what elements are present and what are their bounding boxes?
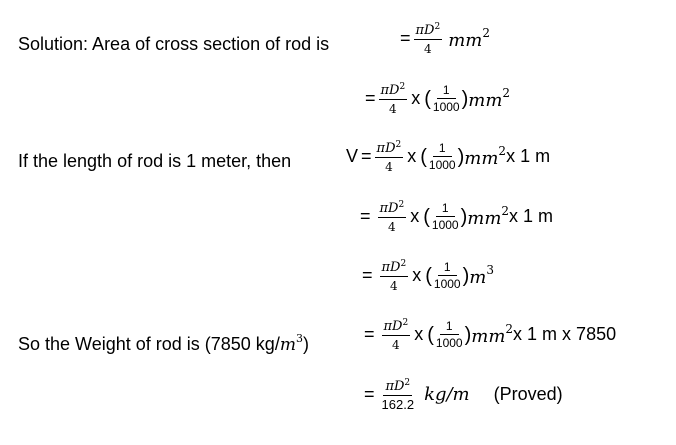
- volume-equation: V = πD2 4 x ( 1 1000 ) mm2 x 1 m: [346, 140, 551, 174]
- unit-mm2: mm2: [464, 144, 507, 169]
- proved-note: (Proved): [493, 384, 563, 404]
- equals-sign: =: [362, 265, 373, 285]
- pi-d-squared-over-4: πD2 4: [413, 22, 443, 56]
- length-factor: x 1 m: [506, 146, 551, 166]
- length-condition-label: If the length of rod is 1 meter, then: [18, 151, 292, 171]
- volume-symbol: V: [346, 146, 359, 166]
- one-over-1000: 1 1000: [435, 318, 463, 350]
- one-over-1000: 1 1000: [433, 259, 461, 291]
- pi-d-squared-over-4: πD2 4: [374, 140, 404, 174]
- one-over-1000: 1 1000: [432, 82, 460, 114]
- one-over-1000: 1 1000: [431, 200, 459, 232]
- area-conversion-equation: = πD2 4 x ( 1 1000 ) mm2: [365, 82, 511, 116]
- unit-mm2: mm2: [471, 322, 514, 347]
- pi-d-squared-over-4: πD2 4: [378, 82, 408, 116]
- length-density-factor: x 1 m x 7850: [513, 324, 617, 344]
- equals-sign: =: [360, 206, 371, 226]
- length-factor: x 1 m: [509, 206, 554, 226]
- times-sign: x: [407, 146, 417, 166]
- solution-label: Solution: Area of cross section of rod i…: [18, 34, 330, 54]
- pi-d-squared-over-4: πD2 4: [379, 259, 409, 293]
- one-over-1000: 1 1000: [428, 140, 456, 172]
- times-sign: x: [410, 206, 420, 226]
- unit-m3: m3: [469, 263, 494, 288]
- times-sign: x: [411, 88, 421, 108]
- equals-sign: =: [361, 146, 372, 166]
- equals-sign: =: [400, 28, 411, 48]
- final-result-equation: = πD2 162.2 kg/m (Proved): [364, 376, 563, 413]
- volume-equation-restated: = πD2 4 x ( 1 1000 ) mm2 x 1 m: [360, 200, 554, 234]
- volume-m3-equation: = πD2 4 x ( 1 1000 ) m3: [362, 259, 494, 293]
- unit-kg-per-m: kg/m: [424, 384, 470, 405]
- unit-mm2: mm2: [467, 204, 510, 229]
- unit-mm2: mm2: [448, 26, 490, 51]
- equals-sign: =: [364, 384, 375, 404]
- area-equation: = πD2 4 mm2: [400, 20, 490, 57]
- weight-label: So the Weight of rod is (7850 kg/m3): [18, 332, 309, 355]
- pi-d-squared-over-4: πD2 4: [381, 318, 411, 352]
- times-sign: x: [412, 265, 422, 285]
- pi-d-squared-over-162-2: πD2 162.2: [381, 378, 415, 412]
- equals-sign: =: [364, 324, 375, 344]
- equals-sign: =: [365, 88, 376, 108]
- times-sign: x: [414, 324, 424, 344]
- weight-equation: = πD2 4 x ( 1 1000 ) mm2 x 1 m x 7850: [364, 318, 617, 352]
- unit-mm2: mm2: [468, 86, 511, 111]
- pi-d-squared-over-4: πD2 4: [377, 200, 407, 234]
